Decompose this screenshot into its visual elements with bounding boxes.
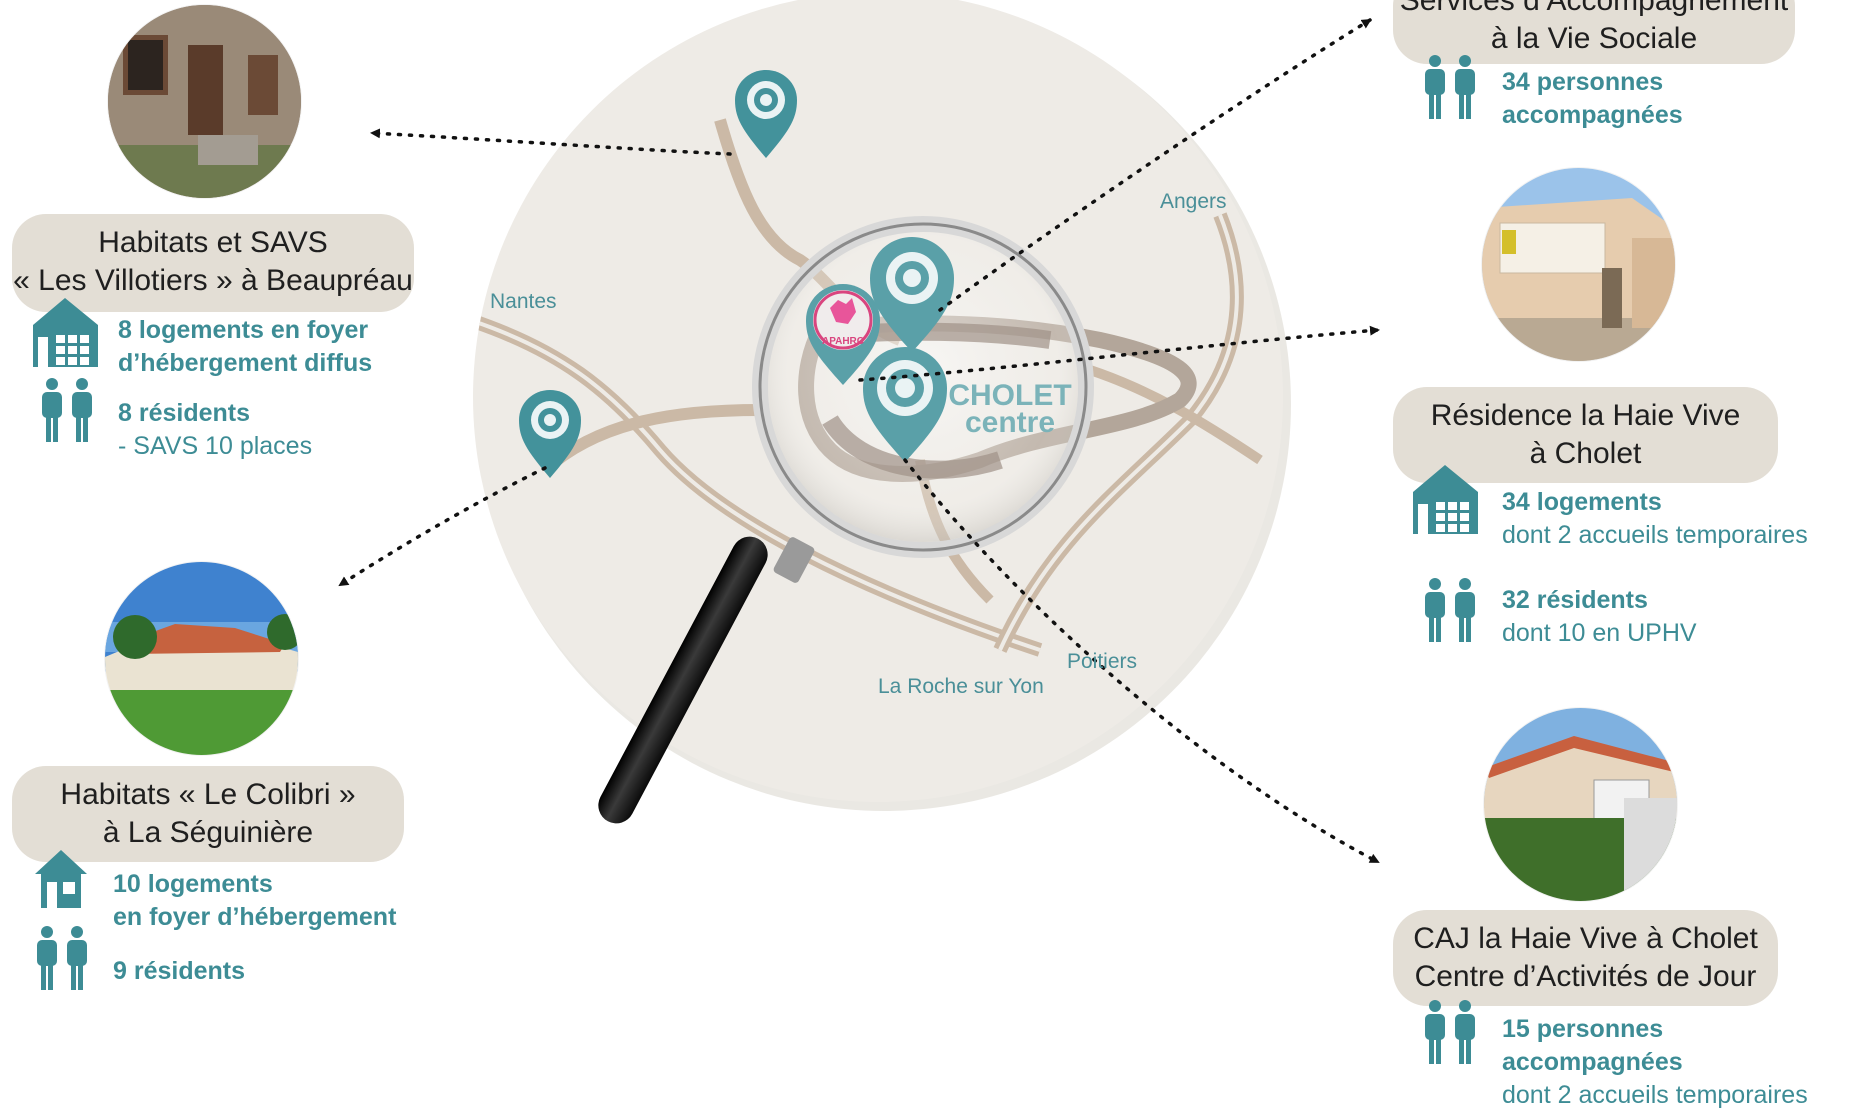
colibri-stat-logements: 10 logements en foyer d’hébergement <box>113 868 396 934</box>
colibri-title-line1: Habitats « Le Colibri » <box>60 778 356 811</box>
haie-vive-uphv: dont 10 en UPHV <box>1502 619 1697 647</box>
caj-title-line2: Centre d’Activités de Jour <box>1414 960 1757 993</box>
people-icon <box>1425 578 1475 642</box>
villotiers-stat-residents: 8 résidents - SAVS 10 places <box>118 397 312 463</box>
label-haie-vive: Résidence la Haie Vive à Cholet <box>1393 387 1778 483</box>
photo-colibri <box>105 562 298 755</box>
villotiers-logements-line1: 8 logements en foyer <box>118 316 369 344</box>
savs-stat-personnes: 34 personnes accompagnées <box>1502 66 1683 132</box>
photo-villotiers <box>108 5 301 198</box>
dotted-arrows <box>338 18 1380 864</box>
villotiers-title-line2: « Les Villotiers » à Beaupréau <box>13 264 413 297</box>
caj-temporaires: dont 2 accueils temporaires <box>1502 1081 1808 1109</box>
caj-title-line1: CAJ la Haie Vive à Cholet <box>1413 922 1758 955</box>
building-icon <box>33 298 98 367</box>
haie-vive-title-line2: à Cholet <box>1529 437 1642 470</box>
arrow-to-caj <box>903 458 1380 864</box>
haie-vive-logements: 34 logements <box>1502 488 1662 516</box>
apahrc-logo-text: APAHRC <box>821 336 865 347</box>
haie-vive-stat-logements: 34 logements dont 2 accueils temporaires <box>1502 486 1808 552</box>
caj-personnes-line1: 15 personnes <box>1502 1015 1664 1043</box>
savs-personnes-line1: 34 personnes <box>1502 68 1664 96</box>
villotiers-residents: 8 résidents <box>118 399 251 427</box>
photo-caj <box>1484 708 1677 901</box>
people-icon <box>42 378 92 442</box>
cholet-label-line1: CHOLET <box>948 379 1072 412</box>
caj-stat-personnes: 15 personnes accompagnées dont 2 accueil… <box>1502 1013 1808 1112</box>
map-pin-west <box>519 390 581 478</box>
arrow-to-savs <box>938 18 1372 312</box>
label-caj: CAJ la Haie Vive à Cholet Centre d’Activ… <box>1393 910 1778 1006</box>
city-poitiers: Poitiers <box>1067 650 1138 673</box>
savs-personnes-line2: accompagnées <box>1502 101 1683 129</box>
people-icon <box>1425 1000 1475 1064</box>
villotiers-logements-line2: d’hébergement diffus <box>118 349 373 377</box>
map-pin-north <box>735 70 797 158</box>
city-angers: Angers <box>1160 190 1227 213</box>
cholet-centre-label: CHOLET centre <box>940 379 1080 439</box>
villotiers-stat-logements: 8 logements en foyer d’hébergement diffu… <box>118 314 372 380</box>
label-savs: Services d’Accompagnement à la Vie Socia… <box>1393 0 1795 64</box>
house-icon <box>35 850 87 908</box>
city-la-roche-sur-yon: La Roche sur Yon <box>878 675 1044 698</box>
cholet-label-line2: centre <box>964 406 1056 439</box>
colibri-title-line2: à La Séguinière <box>102 816 314 849</box>
savs-title-line2: à la Vie Sociale <box>1490 22 1698 55</box>
caj-personnes-line2: accompagnées <box>1502 1048 1683 1076</box>
haie-vive-residents: 32 résidents <box>1502 586 1648 614</box>
haie-vive-temporaires: dont 2 accueils temporaires <box>1502 521 1808 549</box>
colibri-logements-line1: 10 logements <box>113 870 273 898</box>
arrow-to-villotiers <box>370 128 732 156</box>
haie-vive-stat-residents: 32 résidents dont 10 en UPHV <box>1502 584 1697 650</box>
villotiers-title-line1: Habitats et SAVS <box>98 226 328 259</box>
villotiers-savs-places: - SAVS 10 places <box>118 432 313 460</box>
colibri-stat-residents: 9 résidents <box>113 955 245 988</box>
building-icon <box>1413 465 1478 534</box>
colibri-residents: 9 résidents <box>113 957 246 985</box>
savs-title-line1: Services d’Accompagnement <box>1399 0 1789 17</box>
map-pin-lens-top <box>870 237 954 352</box>
people-icon <box>1425 55 1475 119</box>
map-pin-lens-logo <box>806 284 880 385</box>
people-icon <box>37 926 87 990</box>
haie-vive-title-line1: Résidence la Haie Vive <box>1430 399 1741 432</box>
city-nantes: Nantes <box>490 290 557 313</box>
photo-haie-vive <box>1482 168 1675 361</box>
map-roads <box>473 118 1263 657</box>
label-villotiers: Habitats et SAVS « Les Villotiers » à Be… <box>12 214 414 312</box>
label-colibri: Habitats « Le Colibri » à La Séguinière <box>12 766 404 862</box>
colibri-logements-line2: en foyer d’hébergement <box>113 903 397 931</box>
